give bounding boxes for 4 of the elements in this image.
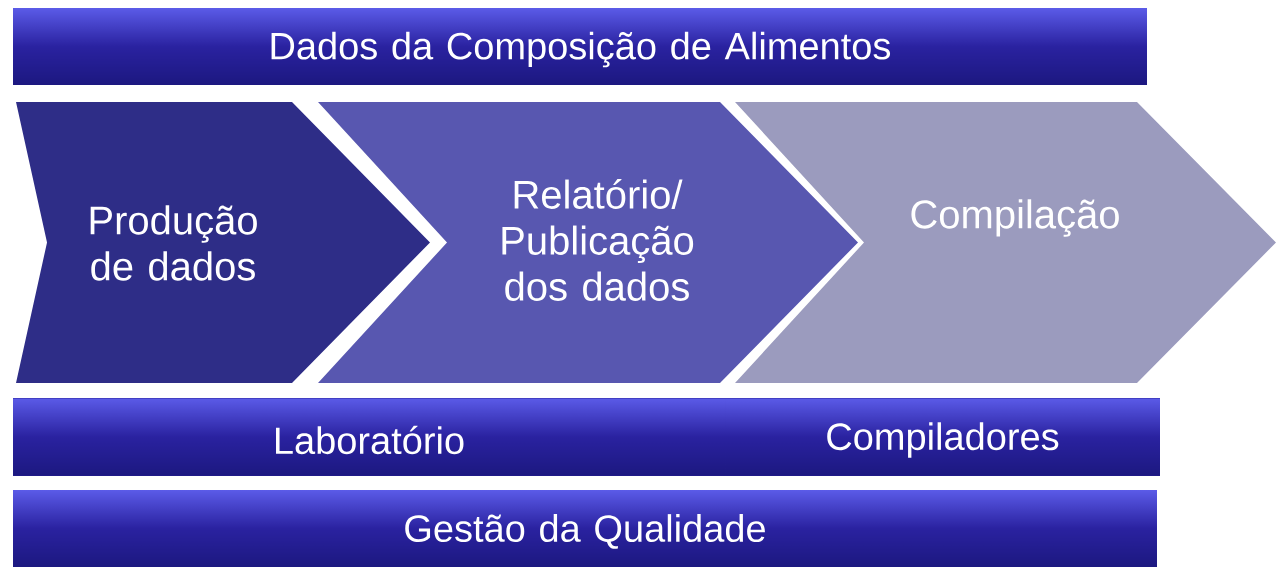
- band-box: Gestão da Qualidade: [13, 490, 1157, 567]
- band-box: Compiladores: [725, 398, 1160, 476]
- band-box: Dados da Composição de Alimentos: [13, 8, 1147, 85]
- band-box: Laboratório: [13, 398, 725, 476]
